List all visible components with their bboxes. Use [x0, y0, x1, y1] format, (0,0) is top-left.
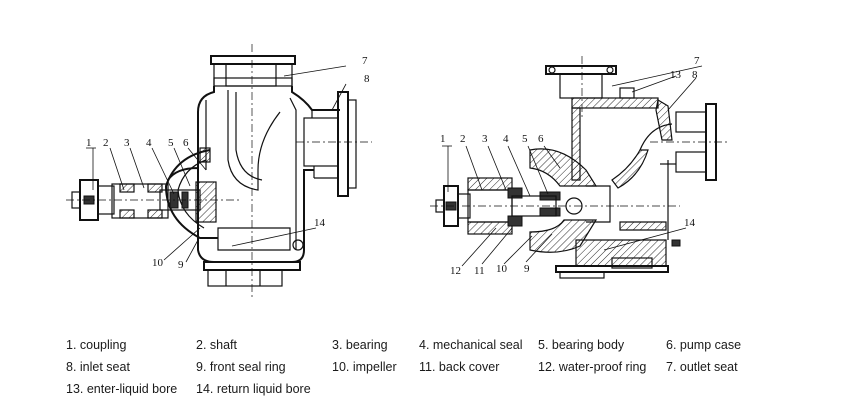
callout-left-1: 1 — [86, 137, 92, 149]
legend-item-return-liquid-bore: 14. return liquid bore — [196, 382, 311, 396]
callout-right-5: 5 — [522, 133, 528, 145]
right-pump-drawing: 1 2 3 4 5 6 7 8 9 10 11 12 13 14 — [430, 55, 730, 279]
legend-item-enter-liquid-bore: 13. enter-liquid bore — [66, 382, 178, 396]
legend-item-bearing-body: 5. bearing body — [538, 338, 625, 352]
callout-right-12: 12 — [450, 265, 461, 277]
callout-right-3: 3 — [482, 133, 488, 145]
callout-right-2: 2 — [460, 133, 466, 145]
legend-item-shaft: 2. shaft — [196, 338, 237, 352]
callout-right-11: 11 — [474, 265, 485, 277]
legend-item-pump-case: 6. pump case — [666, 338, 742, 352]
legend-item-coupling: 1. coupling — [66, 338, 127, 352]
callout-left-7: 7 — [362, 55, 368, 67]
legend-item-front-seal-ring: 9. front seal ring — [196, 360, 286, 374]
legend-item-mechanical-seal: 4. mechanical seal — [419, 338, 523, 352]
callout-left-5: 5 — [168, 137, 174, 149]
callout-right-13: 13 — [670, 69, 682, 81]
callout-left-9: 9 — [178, 259, 184, 271]
callout-right-8: 8 — [692, 69, 698, 81]
callout-left-4: 4 — [146, 137, 152, 149]
parts-legend: 1. coupling 2. shaft 3. bearing 4. mecha… — [0, 334, 850, 414]
callout-left-6: 6 — [183, 137, 189, 149]
callout-right-6: 6 — [538, 133, 544, 145]
callout-left-8: 8 — [364, 73, 370, 85]
legend-item-bearing: 3. bearing — [332, 338, 388, 352]
legend-item-impeller: 10. impeller — [332, 360, 397, 374]
legend-item-inlet-seat: 8. inlet seat — [66, 360, 130, 374]
callout-right-7: 7 — [694, 55, 700, 67]
callout-right-14: 14 — [684, 217, 696, 229]
callout-right-9: 9 — [524, 263, 530, 275]
callout-left-3: 3 — [124, 137, 130, 149]
legend-item-back-cover: 11. back cover — [419, 360, 500, 374]
callout-left-2: 2 — [103, 137, 109, 149]
callout-left-10: 10 — [152, 257, 164, 269]
callout-left-14: 14 — [314, 217, 326, 229]
callout-right-10: 10 — [496, 263, 508, 275]
left-pump-drawing: 1 2 3 4 5 6 7 8 9 10 14 — [66, 44, 372, 300]
callout-right-1: 1 — [440, 133, 446, 145]
legend-item-water-proof-ring: 12. water-proof ring — [538, 360, 647, 374]
legend-item-outlet-seat: 7. outlet seat — [666, 360, 738, 374]
callout-right-4: 4 — [503, 133, 509, 145]
